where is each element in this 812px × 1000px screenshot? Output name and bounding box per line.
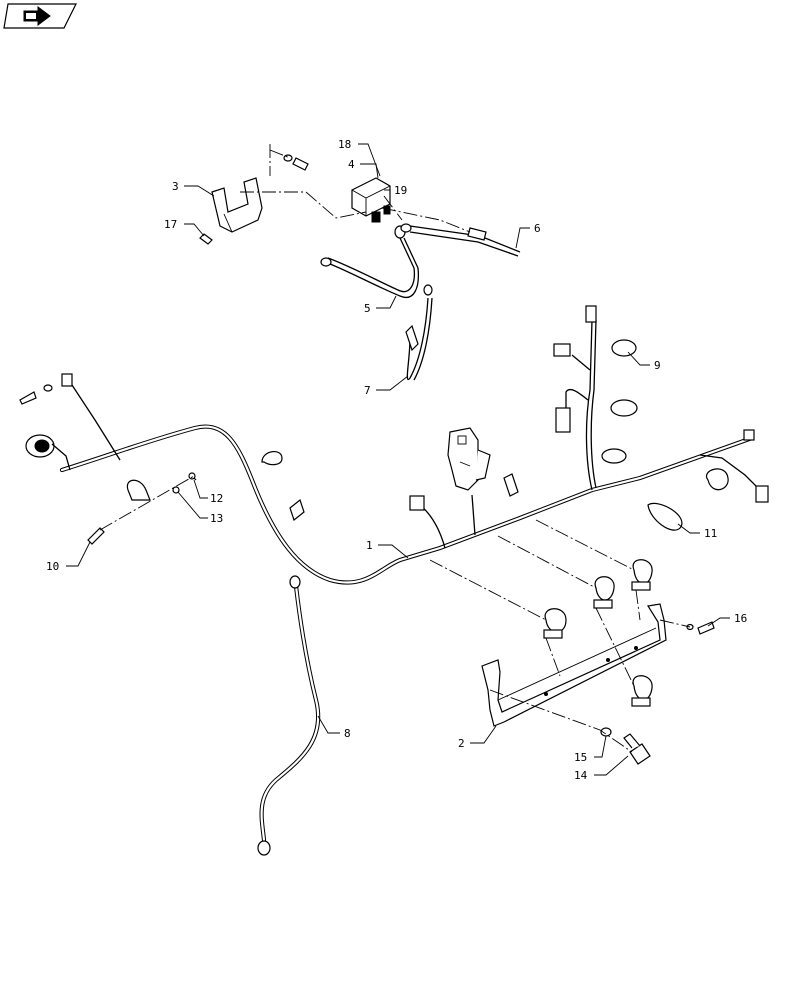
callout-8: 8: [344, 727, 351, 740]
callout-leaders: [66, 143, 730, 776]
callout-11: 11: [704, 527, 717, 540]
arrow-right-icon: [23, 6, 51, 26]
p-clamp: [543, 559, 653, 707]
clip-11: [647, 468, 729, 531]
callout-12: 12: [210, 492, 223, 505]
cable-7[interactable]: [405, 284, 433, 381]
callout-labels: 1 2 3 4 5 6 7 8 9 10 11 12 13 14 15 16 1…: [46, 138, 747, 782]
nav-arrow-button[interactable]: [3, 3, 77, 29]
callout-16: 16: [734, 612, 747, 625]
connector-housing: [447, 427, 491, 491]
callout-1: 1: [366, 539, 373, 552]
relay[interactable]: [351, 177, 391, 223]
callout-14: 14: [574, 769, 588, 782]
cable-8[interactable]: [257, 575, 321, 856]
callout-19: 19: [394, 184, 407, 197]
callout-18: 18: [338, 138, 351, 151]
cable-5[interactable]: [320, 225, 420, 298]
callout-10: 10: [46, 560, 59, 573]
cable-6[interactable]: [400, 223, 521, 257]
alignment-lines: [99, 144, 691, 753]
callout-4: 4: [348, 158, 355, 171]
callout-3: 3: [172, 180, 179, 193]
callout-7: 7: [364, 384, 371, 397]
main-wire-harness[interactable]: [25, 305, 769, 585]
relay-bracket[interactable]: [211, 177, 263, 233]
callout-6: 6: [534, 222, 541, 235]
mounting-bracket[interactable]: [481, 603, 667, 727]
clip-9: [601, 339, 638, 464]
callout-9: 9: [654, 359, 661, 372]
callout-5: 5: [364, 302, 371, 315]
harness-clamp: [126, 451, 283, 501]
callout-17: 17: [164, 218, 177, 231]
callout-15: 15: [574, 751, 587, 764]
grommet: [25, 434, 71, 471]
callout-2: 2: [458, 737, 465, 750]
bolt: [623, 733, 651, 765]
callout-13: 13: [210, 512, 223, 525]
